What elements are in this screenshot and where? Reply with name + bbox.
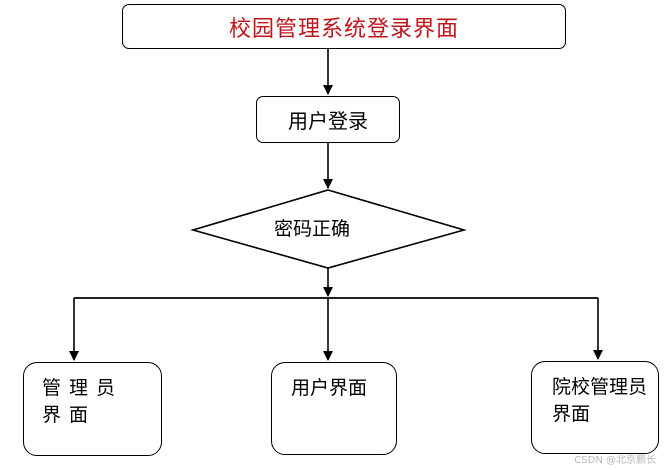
decision-label: 密码正确 [273,217,350,240]
user-node-label: 用户界面 [291,377,368,399]
title-node-label: 校园管理系统登录界面 [228,16,459,42]
school-admin-node: 院校管理员界面 [531,361,659,454]
login-node-label: 用户登录 [288,109,368,133]
admin-node: 管理员界面 [23,362,162,456]
watermark-text: CSDN @北京鹏长 [574,455,656,466]
user-node: 用户界面 [271,362,397,455]
title-node: 校园管理系统登录界面 [122,4,566,49]
school-admin-node-label: 院校管理员界面 [552,376,648,425]
login-node: 用户登录 [256,96,400,143]
admin-node-label: 管理员界面 [42,377,124,426]
